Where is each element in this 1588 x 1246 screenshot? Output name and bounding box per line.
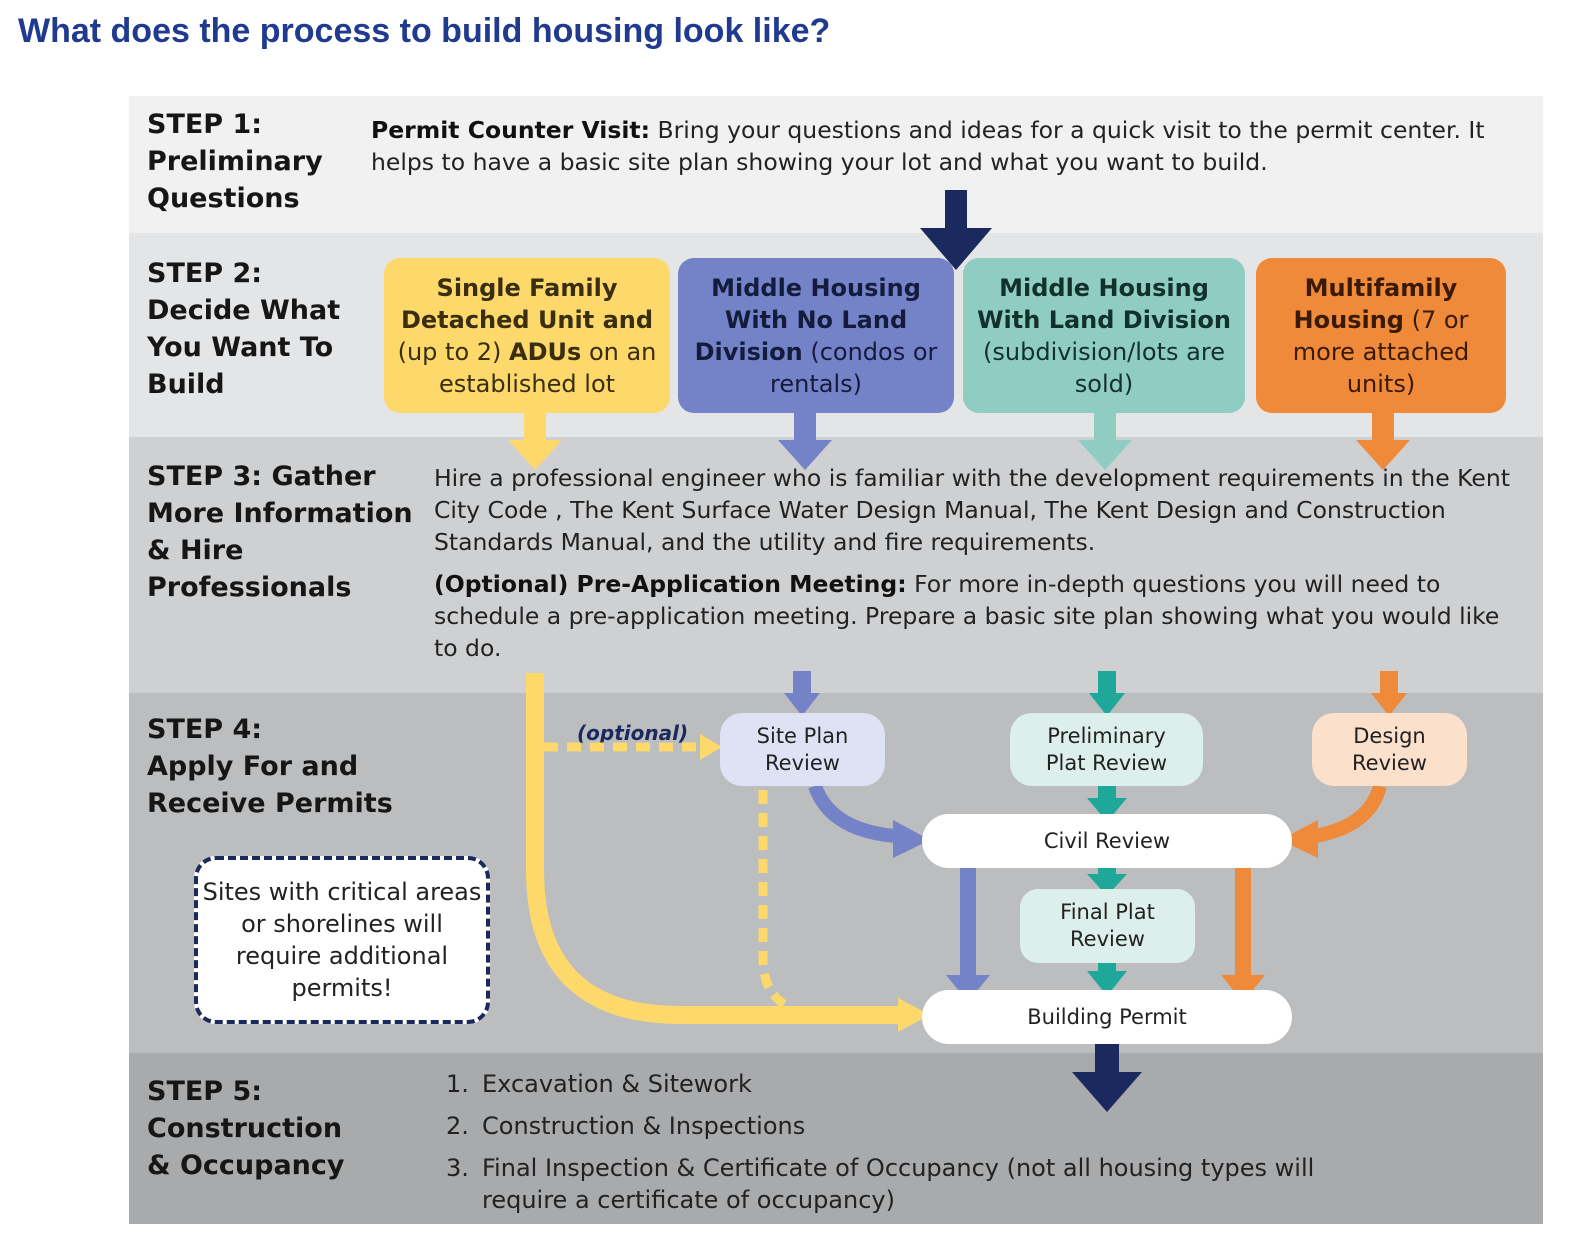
list-item: 1. Excavation & Sitework xyxy=(446,1068,1446,1100)
step-3-label: STEP 3: Gather More Information & Hire P… xyxy=(147,461,413,603)
critical-areas-notice: Sites with critical areas or shorelines … xyxy=(194,856,490,1024)
step-3-preapp-text: (Optional) Pre-Application Meeting: For … xyxy=(434,568,1514,664)
building-permit: Building Permit xyxy=(922,990,1292,1044)
step-4-label: STEP 4: Apply For and Receive Permits xyxy=(147,714,393,819)
civil-review: Civil Review xyxy=(922,814,1292,868)
choice-middle-land-division-rest: (subdivision/lots are sold) xyxy=(983,337,1225,398)
choice-single-family-rest: on an established lot xyxy=(438,337,657,398)
choice-middle-land-division-bold: Middle Housing With Land Division xyxy=(977,273,1231,334)
choice-single-family-adus: ADUs xyxy=(509,337,582,366)
preliminary-plat-review: Preliminary Plat Review xyxy=(1010,713,1203,786)
list-item-number: 1. xyxy=(446,1070,469,1098)
choice-middle-no-division-rest: (condos or rentals) xyxy=(770,337,938,398)
step-5-label: STEP 5: Construction & Occupancy xyxy=(147,1076,345,1181)
choice-single-family: Single Family Detached Unit and (up to 2… xyxy=(384,258,670,413)
step-1-text: Permit Counter Visit: Bring your questio… xyxy=(371,114,1501,178)
list-item-number: 3. xyxy=(446,1154,469,1182)
choice-multifamily-bold: Multifamily Housing xyxy=(1293,273,1458,334)
page-title: What does the process to build housing l… xyxy=(18,12,831,50)
step-3-band xyxy=(129,437,1543,693)
step-1-band xyxy=(129,96,1543,233)
design-review: Design Review xyxy=(1312,713,1467,786)
step-2-label: STEP 2: Decide What You Want To Build xyxy=(147,258,341,400)
choice-multifamily: Multifamily Housing (7 or more attached … xyxy=(1256,258,1506,413)
site-plan-review: Site Plan Review xyxy=(720,713,885,786)
final-plat-review: Final Plat Review xyxy=(1020,889,1195,963)
step-1-label: STEP 1: Preliminary Questions xyxy=(147,109,323,214)
step-3-preapp-lead: (Optional) Pre-Application Meeting: xyxy=(434,570,907,598)
choice-single-family-bold: Single Family Detached Unit and xyxy=(400,273,654,334)
step-1-body: Bring your questions and ideas for a qui… xyxy=(371,116,1485,176)
list-item-number: 2. xyxy=(446,1112,469,1140)
step-5-band xyxy=(129,1053,1543,1224)
list-item-text: Final Inspection & Certificate of Occupa… xyxy=(482,1154,1315,1214)
choice-middle-no-division: Middle Housing With No Land Division (co… xyxy=(678,258,954,413)
critical-areas-notice-text: Sites with critical areas or shorelines … xyxy=(202,878,482,1002)
step-3-text: Hire a professional engineer who is fami… xyxy=(434,464,1510,556)
choice-single-family-mid: (up to 2) xyxy=(397,337,510,366)
choice-multifamily-rest: (7 or more attached units) xyxy=(1292,305,1470,398)
list-item: 3. Final Inspection & Certificate of Occu… xyxy=(446,1152,1346,1216)
step-1-lead: Permit Counter Visit: xyxy=(371,116,651,144)
list-item-text: Excavation & Sitework xyxy=(482,1070,752,1098)
step-3-preapp-body: For more in-depth questions you will nee… xyxy=(434,570,1500,662)
choice-middle-no-division-bold: Middle Housing With No Land Division xyxy=(694,273,921,366)
choice-middle-land-division: Middle Housing With Land Division (subdi… xyxy=(963,258,1245,413)
list-item: 2. Construction & Inspections xyxy=(446,1110,1446,1142)
optional-label: (optional) xyxy=(577,721,689,745)
list-item-text: Construction & Inspections xyxy=(482,1112,806,1140)
step-5-list: 1. Excavation & Sitework 2. Construction &… xyxy=(446,1068,1446,1226)
